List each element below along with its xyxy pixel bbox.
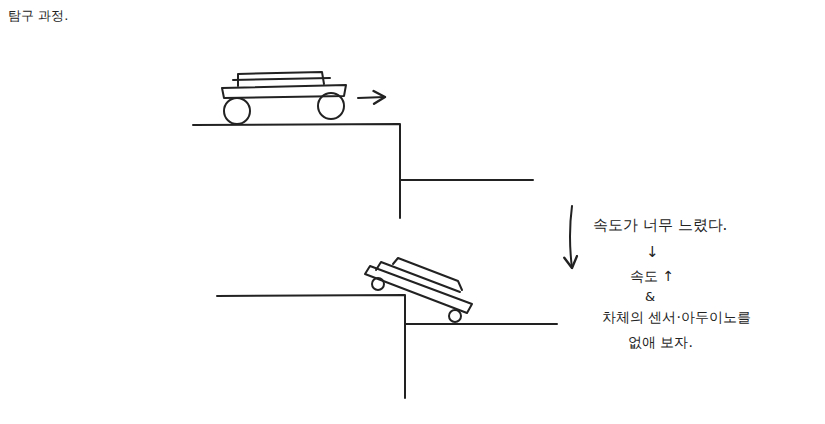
cart-top xyxy=(222,72,385,124)
title: 탐구 과정. xyxy=(8,8,68,24)
note-text: 속도 ↑ xyxy=(630,268,674,285)
ledge-bottom xyxy=(217,295,557,398)
note-text: 속도가 너무 느렸다. xyxy=(593,216,727,234)
note-text: 차체의 센서·아두이노를 xyxy=(602,309,751,326)
flow-arrow xyxy=(570,206,572,268)
note-text: & xyxy=(645,289,655,305)
ledge-top xyxy=(193,124,533,218)
note-text: 없애 보자. xyxy=(628,334,693,351)
note-text: ↓ xyxy=(646,243,659,261)
cart-tipping xyxy=(365,258,472,322)
